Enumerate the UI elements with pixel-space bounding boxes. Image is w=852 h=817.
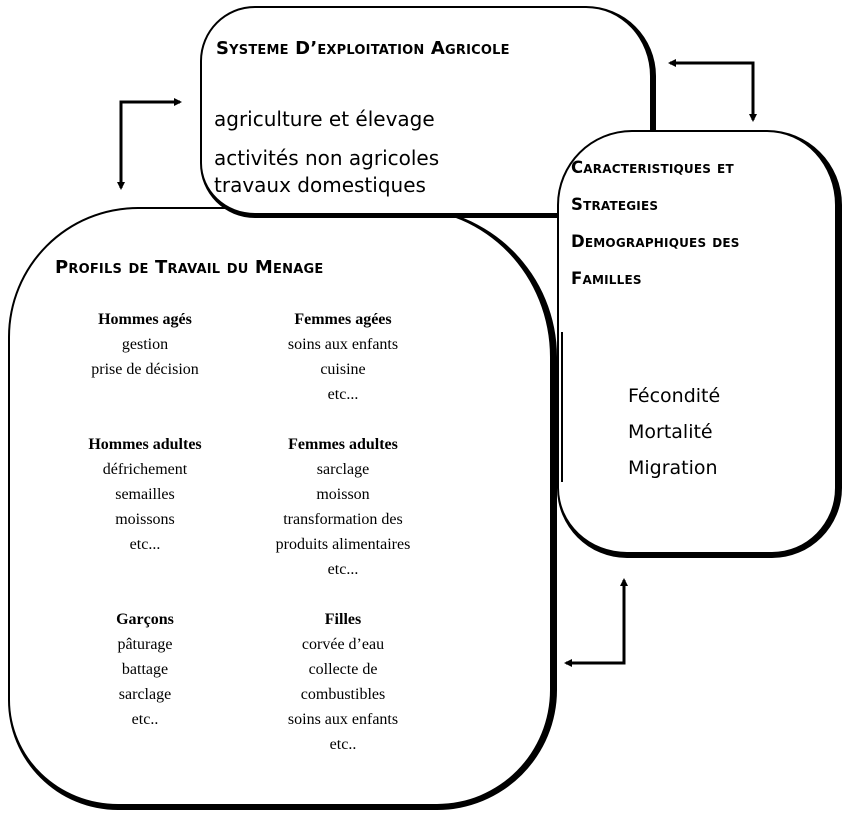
- demographics-title-line: Demographiques des: [571, 232, 740, 251]
- group-title: Garçons: [116, 611, 174, 628]
- task: pâturage: [117, 636, 173, 653]
- task: sarclage: [118, 686, 172, 703]
- task: cuisine: [320, 361, 366, 378]
- farm-item: agriculture et élevage: [214, 107, 435, 131]
- task: défrichement: [102, 461, 188, 478]
- task: etc...: [327, 386, 359, 403]
- demographic-item: Migration: [628, 457, 718, 479]
- demographics-box: Caracteristiques et Strategies Demograph…: [557, 130, 842, 558]
- group-title: Femmes adultes: [288, 436, 398, 453]
- arrow-to-profiles-left-icon: [564, 600, 626, 667]
- task: corvée d’eau: [301, 636, 385, 653]
- arrow-profiles-farm: [117, 98, 182, 190]
- divider-line: [561, 332, 563, 482]
- task: battage: [121, 661, 169, 678]
- group-boys: Garçons pâturage battage sarclage etc..: [45, 607, 245, 732]
- task: etc..: [329, 736, 357, 753]
- demographic-item: Fécondité: [628, 385, 721, 407]
- profiles-title: Profils de Travail du Menage: [55, 257, 324, 278]
- task: soins aux enfants: [287, 711, 399, 728]
- task: gestion: [121, 336, 169, 353]
- demographic-item: Mortalité: [628, 421, 713, 443]
- group-older-women: Femmes agées soins aux enfants cuisine e…: [243, 307, 443, 407]
- task: combustibles: [300, 686, 386, 703]
- farm-system-box: Systeme D’exploitation Agricole agricult…: [200, 6, 656, 218]
- task: etc...: [327, 561, 359, 578]
- task: soins aux enfants: [287, 336, 399, 353]
- group-title: Hommes agés: [98, 311, 192, 328]
- group-adult-men: Hommes adultes défrichement semailles mo…: [45, 432, 245, 557]
- group-title: Femmes agées: [294, 311, 392, 328]
- group-girls: Filles corvée d’eau collecte de combusti…: [243, 607, 443, 757]
- group-older-men: Hommes agés gestion prise de décision: [45, 307, 245, 382]
- task: produits alimentaires: [275, 536, 411, 553]
- arrow-farm-demographics: [668, 59, 757, 122]
- group-adult-women: Femmes adultes sarclage moisson transfor…: [243, 432, 443, 582]
- task: prise de décision: [91, 361, 199, 378]
- demographics-title-line: Strategies: [571, 195, 659, 214]
- task: etc...: [129, 536, 161, 553]
- task: sarclage: [316, 461, 370, 478]
- group-title: Hommes adultes: [88, 436, 202, 453]
- task: semailles: [115, 486, 175, 503]
- arrow-to-farm-icon: [119, 98, 182, 186]
- arrow-demographics-profiles: [564, 578, 628, 667]
- farm-system-title: Systeme D’exploitation Agricole: [216, 38, 510, 59]
- task: transformation des: [283, 511, 403, 528]
- task: etc..: [131, 711, 159, 728]
- task: collecte de: [308, 661, 378, 678]
- household-labor-profiles-box: Profils de Travail du Menage Hommes agés…: [8, 207, 557, 810]
- group-title: Filles: [324, 611, 362, 628]
- task: moissons: [115, 511, 175, 528]
- demographics-title-line: Familles: [571, 269, 642, 288]
- farm-item: activités non agricoles: [214, 146, 440, 170]
- demographics-title-line: Caracteristiques et: [571, 158, 734, 177]
- arrow-to-farm-right-icon: [668, 59, 755, 118]
- task: moisson: [316, 486, 370, 503]
- farm-item: travaux domestiques: [214, 173, 426, 197]
